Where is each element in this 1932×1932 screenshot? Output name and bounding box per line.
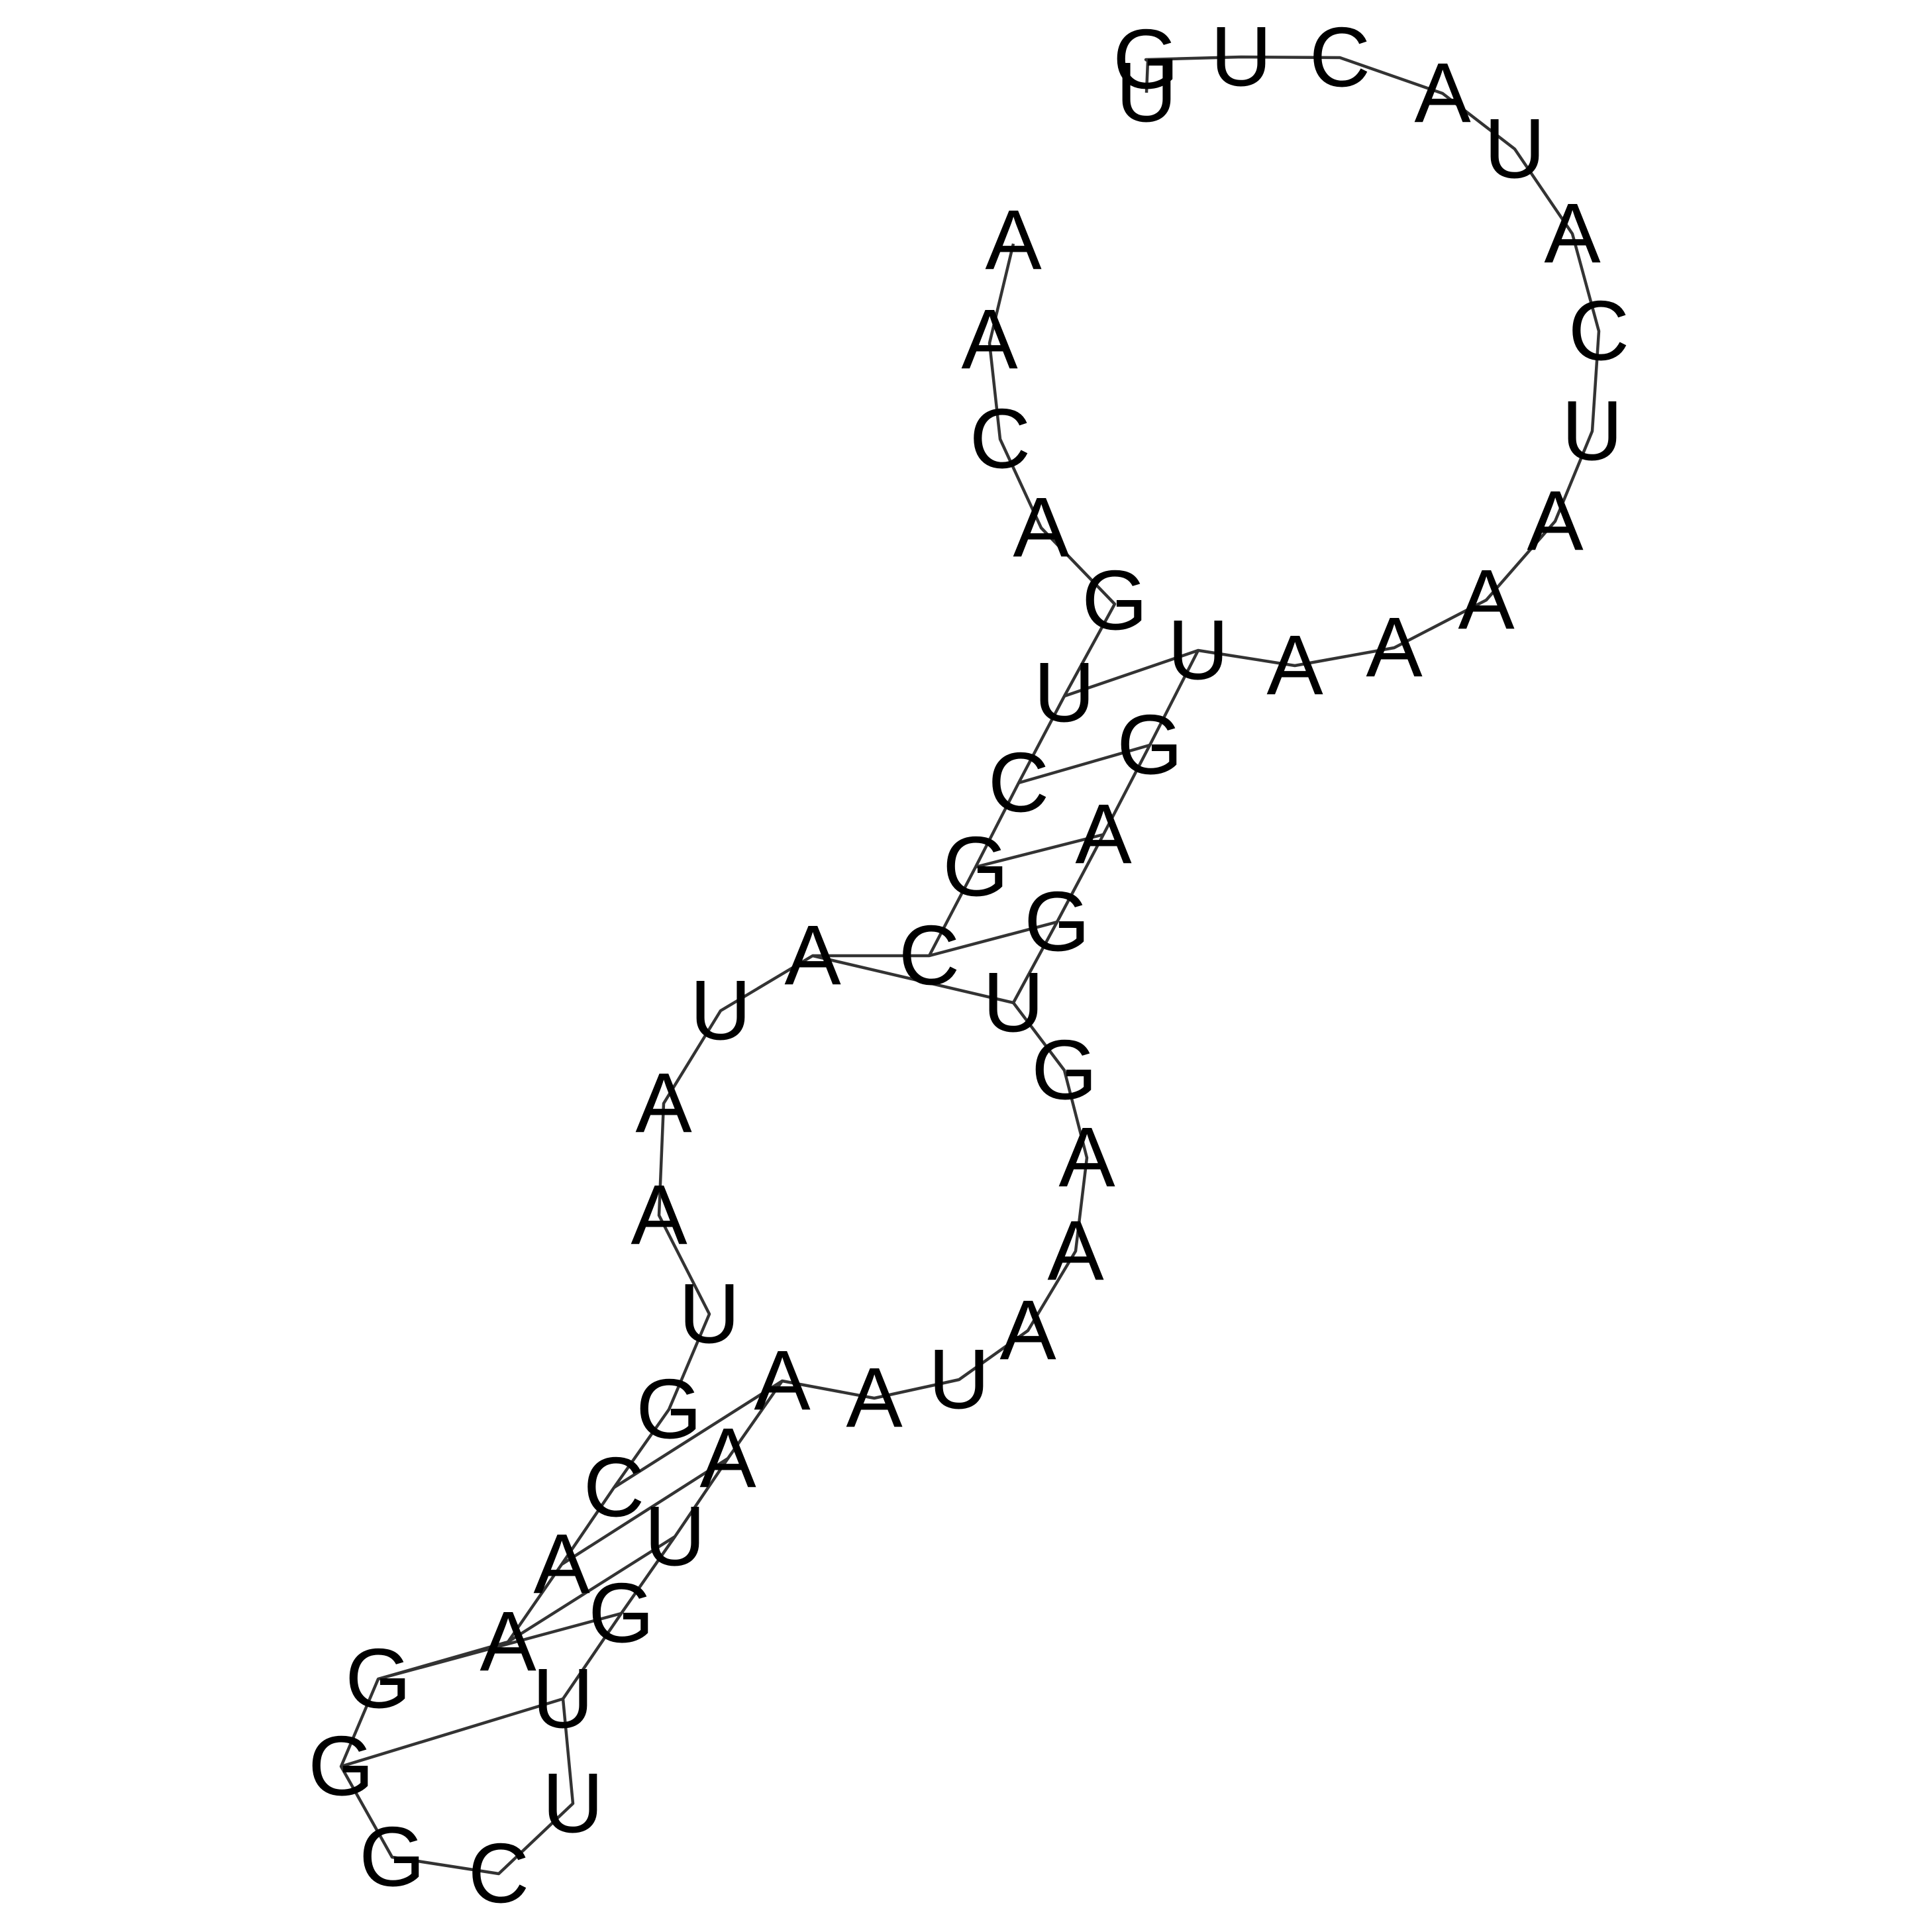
nucleotide-43: A: [1527, 474, 1584, 569]
base-pair-line: [613, 1380, 784, 1489]
base-pair-line: [560, 1457, 729, 1566]
base-pair-line: [1064, 648, 1199, 698]
nucleotide-41: A: [1366, 601, 1423, 695]
nucleotide-12: A: [635, 1056, 692, 1151]
nucleotide-19: G: [345, 1632, 411, 1727]
nucleotide-47: U: [1484, 102, 1545, 197]
nucleotide-18: A: [480, 1595, 536, 1690]
nucleotide-6: U: [1034, 646, 1095, 740]
nucleotide-24: U: [533, 1652, 593, 1747]
nucleotide-32: A: [1047, 1204, 1104, 1299]
nucleotide-38: G: [1117, 698, 1183, 793]
nucleotide-30: U: [929, 1333, 990, 1427]
nucleotide-3: C: [970, 392, 1031, 487]
nucleotide-39: U: [1168, 603, 1229, 698]
nucleotide-9: C: [899, 909, 960, 1003]
nucleotide-44: U: [1562, 384, 1623, 479]
nucleotide-50: U: [1211, 10, 1272, 105]
nucleotide-52: U: [1116, 46, 1177, 140]
base-pair-line: [812, 954, 1014, 1005]
base-pair-line: [975, 833, 1104, 869]
nucleotide-46: A: [1544, 187, 1601, 281]
base-pair-line: [1018, 743, 1150, 785]
nucleotide-10: A: [784, 909, 841, 1003]
nucleotide-49: C: [1309, 11, 1370, 105]
nucleotide-33: A: [1058, 1111, 1115, 1205]
nucleotide-26: U: [644, 1490, 705, 1584]
base-pair-lines: [340, 648, 1199, 1768]
nucleotide-40: A: [1266, 619, 1323, 713]
nucleotide-20: G: [308, 1719, 374, 1814]
nucleotide-36: G: [1024, 875, 1090, 970]
nucleotide-16: C: [584, 1441, 644, 1535]
nucleotide-13: A: [631, 1168, 687, 1263]
nucleotide-4: A: [1013, 481, 1070, 576]
nucleotide-22: C: [468, 1827, 529, 1921]
nucleotide-45: C: [1568, 284, 1629, 379]
base-pair-line: [340, 1697, 564, 1768]
nucleotide-37: A: [1075, 788, 1132, 882]
base-pair-line: [929, 920, 1058, 958]
nucleotide-15: G: [636, 1362, 702, 1457]
nucleotide-27: A: [699, 1411, 756, 1506]
nucleotide-34: G: [1031, 1023, 1097, 1118]
nucleotide-8: G: [942, 820, 1009, 915]
nucleotide-42: A: [1458, 553, 1515, 648]
nucleotide-25: G: [588, 1566, 654, 1661]
nucleotide-23: U: [542, 1756, 603, 1851]
nucleotide-31: A: [999, 1284, 1056, 1378]
nucleotide-28: A: [754, 1334, 811, 1429]
nucleotide-2: A: [961, 293, 1018, 387]
base-pair-line: [507, 1535, 676, 1643]
nucleotide-5: G: [1082, 554, 1148, 648]
nucleotide-35: U: [983, 956, 1044, 1050]
nucleotide-17: A: [533, 1517, 590, 1612]
nucleotide-14: U: [679, 1267, 740, 1362]
nucleotide-29: A: [846, 1351, 903, 1446]
base-pair-line: [378, 1611, 622, 1681]
nucleotide-1: A: [985, 193, 1042, 288]
nucleotide-11: U: [690, 964, 751, 1058]
nucleotide-7: C: [988, 736, 1049, 831]
nucleotide-51: G: [1113, 13, 1179, 107]
nucleotide-21: G: [359, 1810, 425, 1905]
nucleotide-48: A: [1414, 46, 1471, 141]
